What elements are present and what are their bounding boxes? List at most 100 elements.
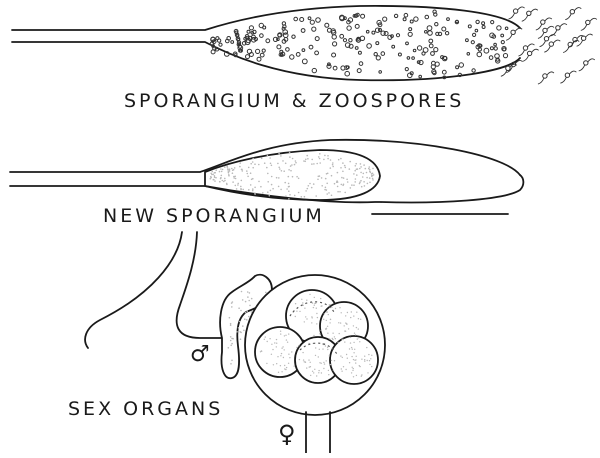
zoospore [428,31,433,36]
zoospore [340,34,344,38]
zoospore [216,37,219,40]
zoospore [310,20,314,24]
zoospore [366,30,369,33]
zoospore [456,66,459,69]
zoospore [473,33,476,36]
free-zoospore [551,24,567,36]
free-zoospore [509,7,525,19]
zoospore [410,72,413,75]
zoospore [505,27,508,30]
zoospore [466,39,469,42]
zoospore [332,35,336,39]
zoospore [247,30,250,33]
zoospore [359,62,363,66]
zoospore [410,20,413,23]
zoospore [246,55,250,59]
zoospore [383,17,387,21]
zoospore [312,27,316,31]
zoospore [477,52,482,57]
hypha-middle-upper [10,140,520,175]
zoospore [296,53,300,57]
zoospore [256,49,260,53]
free-zoospore [581,18,597,30]
zoospore [302,59,307,64]
zoospore [406,42,409,45]
zoospore [357,69,361,73]
zoospore [266,39,270,43]
zoospore [501,41,504,44]
free-zoospore [544,40,560,52]
zoospore [398,53,401,56]
zoospore [381,31,385,35]
zoospore [360,36,364,40]
zoospore [249,26,253,30]
zoospore [283,33,288,38]
zoospore [436,32,439,35]
zoospore [503,54,507,58]
zoospore [376,42,379,45]
zoospore [442,70,446,74]
new-sporangium [10,140,523,214]
zoospore [262,49,265,52]
zoospore [219,43,222,46]
zoospore [355,24,359,28]
zoospore-cluster [210,10,508,79]
zoospore [327,64,331,68]
zoospore [358,51,361,54]
zoospore [403,18,406,21]
zoospore [434,48,438,52]
zoospore [491,21,494,24]
female-symbol: ♀ [278,420,296,448]
zoospore [412,57,415,60]
hypha-middle-lower [10,175,523,203]
zoospore [427,26,432,31]
zoospore [394,14,397,17]
free-zoospore [538,72,554,84]
zoospore [405,68,408,71]
hypha-bottom-right [177,232,222,338]
free-zoospore [560,71,576,83]
zoospore [302,49,305,52]
male-symbol: ♂ [190,342,210,367]
zoospore [278,34,281,37]
hypha-top-upper [12,6,520,30]
zoospore [484,48,489,53]
zoospore [379,71,382,74]
free-zoospore [506,28,522,40]
zoospore [445,32,448,35]
zoospore [459,63,463,67]
zoospore [294,17,298,21]
zoospore [425,31,428,34]
zoospore [496,58,499,61]
zoospore [442,27,446,31]
zoospore [425,15,429,19]
zoospore [277,45,281,49]
label-sporangium-zoospores: SPORANGIUM & ZOOSPORES [124,90,464,112]
zoospore [435,62,439,66]
zoospore [345,71,350,76]
zoospore [431,52,435,56]
label-new-sporangium: NEW SPORANGIUM [103,205,325,227]
zoospore [290,55,294,59]
zoospore [286,48,290,52]
zoospore [476,20,479,23]
zoospore [260,34,264,38]
inner-sporangium [205,150,380,200]
zoospore [355,47,358,50]
zoospore [376,56,380,60]
zoospore [343,39,346,42]
zoospore [346,66,349,69]
zoospore [407,57,410,60]
zoospore [419,75,422,78]
zoospore [494,43,497,46]
zoospore [231,41,234,44]
zoospore [308,17,311,20]
zoospore [494,47,497,50]
zoospore [257,57,261,61]
zoospore [301,29,305,33]
zoospore [501,34,504,37]
zoospore [381,52,385,56]
zoospore [472,69,475,72]
zoospore [282,27,285,30]
